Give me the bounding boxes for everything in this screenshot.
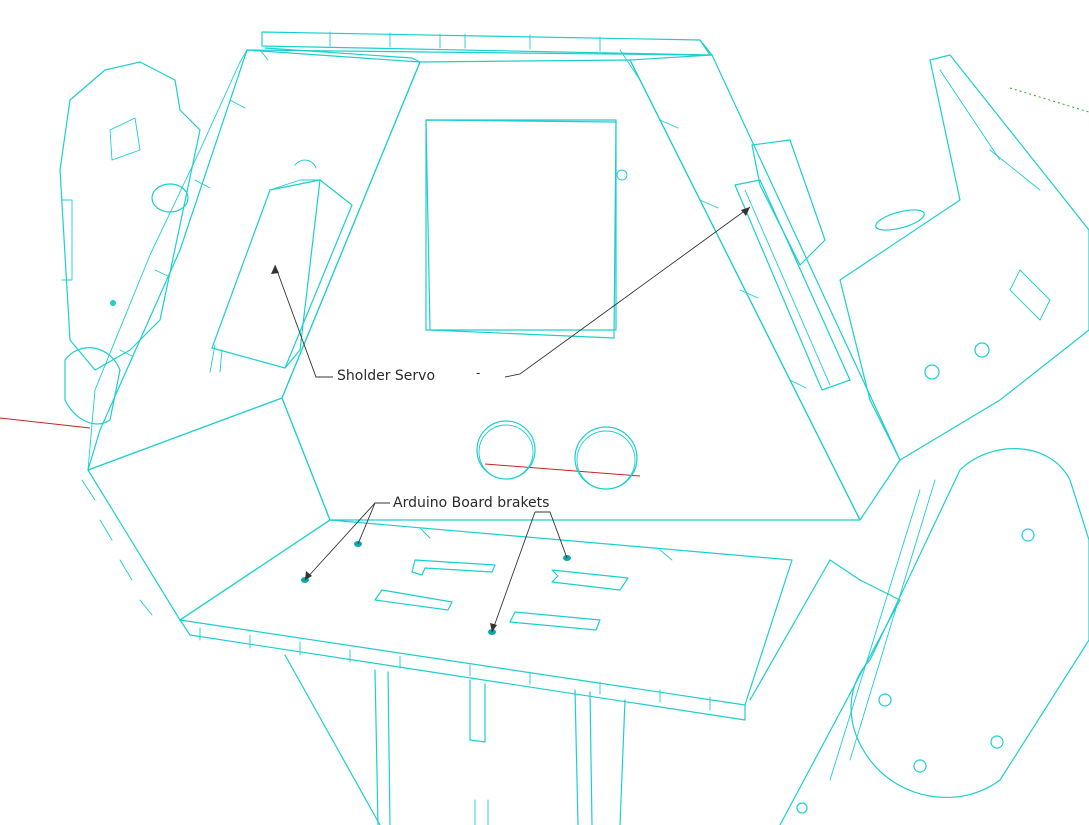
red-axis-line [0,417,91,429]
right-arm-lower [749,448,1089,825]
green-axis-line [1009,87,1089,113]
arduino-brackets-label: Arduino Board brakets [393,495,550,511]
left-shoulder-servo [209,159,353,373]
servo-leader-right [504,206,751,378]
stand [284,654,626,825]
arduino-plate [179,519,793,721]
right-shoulder-servo [734,139,851,391]
arduino-leader-right [535,511,568,559]
arduino-leader-left-2 [357,502,376,545]
dash-marker-label: - [476,366,481,380]
servo-leader-left [274,264,333,378]
arduino-leader-right-2 [491,511,536,633]
bottom-left-panel [81,397,331,621]
left-arm [59,61,201,425]
axis-lines [0,87,1089,477]
right-panel [619,39,901,521]
arduino-leader-left [304,502,390,581]
annotation-leaders [271,206,751,633]
robot-body-model [59,31,1089,825]
right-arm-upper [839,54,1089,461]
back-panel-cutout [425,119,617,331]
left-panel [87,47,421,471]
back-panel [281,59,861,521]
shoulder-servo-label: Sholder Servo [337,368,436,384]
red-axis-line-inner [484,463,641,477]
